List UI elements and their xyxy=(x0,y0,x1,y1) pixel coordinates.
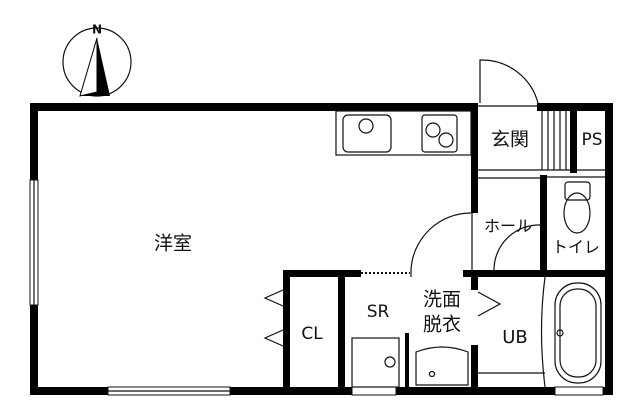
room-label-storage-room: SR xyxy=(367,302,390,322)
room-label-washroom-1: 洗面 xyxy=(423,289,461,311)
stove-icon xyxy=(421,114,458,153)
compass: N xyxy=(62,23,132,97)
entrance-steps xyxy=(541,111,567,170)
bath-door xyxy=(477,291,502,317)
washbasin-icon xyxy=(415,346,469,386)
toilet-door xyxy=(493,224,541,271)
room-label-unit-bath: UB xyxy=(502,327,528,348)
room-door xyxy=(410,212,472,271)
room-label-washroom-2: 脱衣 xyxy=(423,314,461,336)
entrance-door xyxy=(479,59,539,104)
room-label-hall: ホール xyxy=(484,217,532,236)
sink-icon xyxy=(342,114,392,153)
room-label-closet: CL xyxy=(301,324,323,344)
room-label-toilet: トイレ xyxy=(552,238,600,257)
kitchen-counter xyxy=(335,110,472,156)
washing-machine-icon xyxy=(351,337,400,388)
compass-north-label: N xyxy=(92,23,102,37)
bathtub-icon xyxy=(478,276,602,388)
room-label-entrance: 玄関 xyxy=(491,129,529,151)
room-label-western-room: 洋室 xyxy=(154,233,192,255)
toilet-icon xyxy=(563,181,591,234)
room-label-pipe-space: PS xyxy=(581,130,602,150)
